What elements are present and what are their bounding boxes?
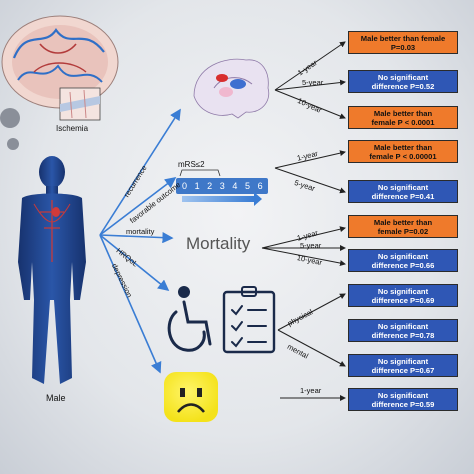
result-line-2: P=0.03 [390,42,416,52]
result-line-2: difference P=0.66 [371,260,435,270]
mrs-digit-4: 4 [232,181,238,191]
category-mortality: mortality [126,227,155,236]
result-line-1: No significant [377,72,429,82]
result-line-1: No significant [377,182,429,192]
branch-recurrence-5-year: 5-year [302,78,324,87]
thought-bubble-large [0,108,20,128]
thought-bubble-small [7,138,19,150]
result-line-2: female P=0.02 [377,226,429,236]
result-line-1: No significant [377,321,429,331]
ischemia-label: Ischemia [56,124,89,133]
result-line-2: difference P=0.52 [371,81,435,91]
brain-section-illustration [1,15,119,121]
result-line-2: difference P=0.69 [371,295,435,305]
result-line-1: Male better than female [360,33,446,43]
result-arrows [261,41,346,401]
disability-checklist-icon [167,286,276,354]
male-figure-silhouette [18,156,86,384]
mrs-digit-1: 1 [194,181,200,191]
result-line-1: No significant [377,390,429,400]
branch-mortality-5-year: 5-year [300,241,322,250]
result-line-1: No significant [377,356,429,366]
result-line-1: Male better than [373,217,433,227]
result-line-2: difference P=0.67 [371,365,435,375]
result-line-1: Male better than [373,142,433,152]
brain-sagittal-illustration [193,58,270,119]
result-line-1: No significant [377,286,429,296]
male-label: Male [46,393,66,403]
result-line-1: No significant [377,251,429,261]
result-line-2: difference P=0.59 [371,399,435,409]
mrs-digit-5: 5 [244,181,250,191]
result-line-2: female P < 0.00001 [369,151,437,161]
mrs-scale-graphic [176,169,268,206]
category-arrows [99,108,181,374]
branch-depression-1-year: 1-year [300,386,322,395]
result-line-2: difference P=0.78 [371,330,435,340]
mrs-digit-0: 0 [181,181,187,191]
result-line-1: Male better than [373,108,433,118]
mrs-digit-6: 6 [257,181,263,191]
sad-face-icon [164,372,218,422]
mrs-digit-2: 2 [207,181,213,191]
result-line-2: difference P=0.41 [371,191,435,201]
mortality-title: Mortality [186,234,251,253]
mrs-label: mRS≤2 [178,160,205,169]
mrs-digit-3: 3 [219,181,225,191]
result-line-2: female P < 0.0001 [371,117,435,127]
